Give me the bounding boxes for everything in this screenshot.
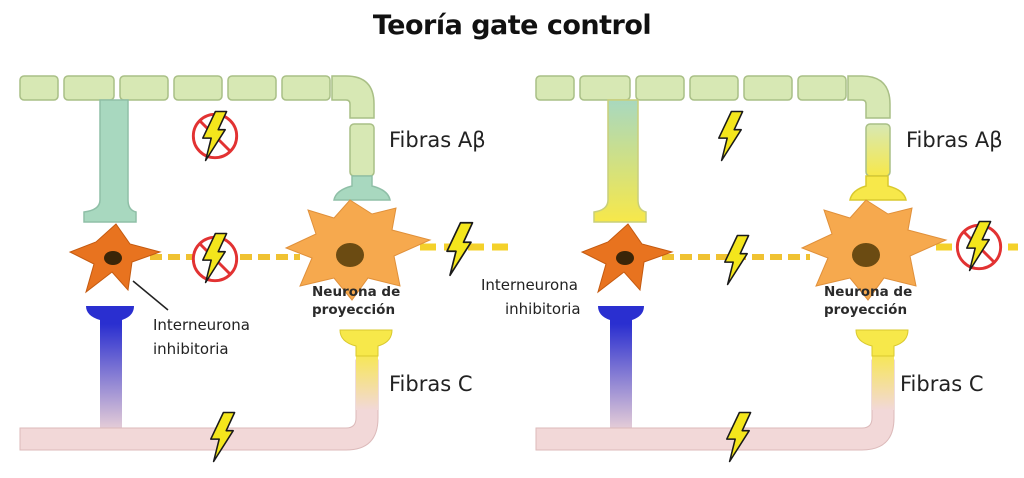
- ab-fiber-right: [535, 75, 891, 119]
- inhibitory-interneuron-right: [580, 223, 674, 294]
- inhibitory-terminal-right: [598, 306, 644, 326]
- c-terminal-right: [855, 329, 909, 357]
- page-title: Teoría gate control: [372, 10, 652, 41]
- neurona-label-left: Neurona de: [312, 284, 400, 300]
- lightning-bolt-icon: [717, 110, 744, 162]
- panel-right: Fibras Aβ Fibras C Interneurona inhibito…: [481, 75, 1018, 463]
- proyeccion-label-right: proyección: [824, 302, 907, 318]
- c-branch-left: [100, 324, 122, 436]
- inhibitory-interneuron-left: [68, 223, 162, 294]
- ab-branch-right: [593, 99, 647, 223]
- inhibitoria-label-right: inhibitoria: [505, 300, 581, 318]
- fibras-c-label-left: Fibras C: [389, 372, 473, 396]
- c-branch-right: [610, 324, 632, 436]
- ab-terminal-right: [849, 175, 907, 201]
- projection-neuron-right: [800, 199, 948, 301]
- interneuron-pointer-left: [132, 280, 169, 311]
- fibras-ab-label-left: Fibras Aβ: [389, 128, 486, 152]
- ab-fiber-left: [19, 75, 375, 177]
- c-fiber-right: [535, 359, 895, 451]
- c-terminal-left: [339, 329, 393, 357]
- inhibitory-terminal-left: [86, 306, 134, 326]
- inhibitoria-label-left: inhibitoria: [153, 340, 229, 358]
- interneurona-label-left: Interneurona: [153, 316, 250, 334]
- interneurona-label-right: Interneurona: [481, 276, 578, 294]
- fibras-c-label-right: Fibras C: [900, 372, 984, 396]
- fibras-ab-label-right: Fibras Aβ: [906, 128, 1003, 152]
- ab-branch-left: [83, 99, 137, 223]
- proyeccion-label-left: proyección: [312, 302, 395, 318]
- neurona-label-right: Neurona de: [824, 284, 912, 300]
- projection-neuron-left: [284, 199, 432, 301]
- panel-left: Fibras Aβ Fibras C Interneurona inhibito…: [19, 75, 516, 463]
- ab-terminal-left: [333, 175, 391, 201]
- c-fiber-left: [19, 359, 379, 451]
